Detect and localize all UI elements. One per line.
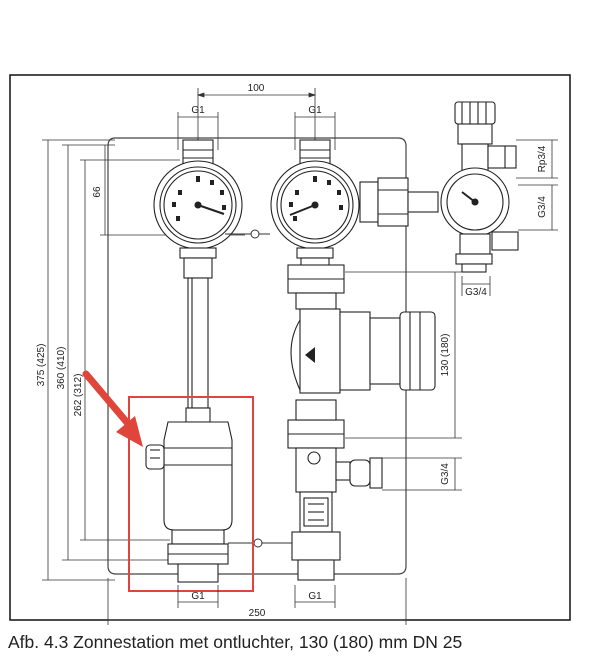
left-thermometer-ticks — [172, 176, 226, 221]
dim-bottom — [107, 578, 407, 625]
pump-flow-arrow — [305, 347, 315, 363]
dim-top-100 — [196, 88, 317, 155]
dim-left-66: 66 — [92, 186, 103, 198]
dim-right-g34-bottom: G3/4 — [465, 287, 487, 298]
dim-left-375: 375 (425) — [36, 344, 47, 387]
arrow-pointer-icon — [82, 370, 143, 447]
dim-top-g1 — [177, 112, 336, 150]
dim-right-threads — [461, 139, 558, 296]
pump — [287, 264, 436, 449]
left-thermometer — [153, 139, 243, 409]
dim-bottom-left-g1: G1 — [191, 591, 205, 602]
plate-hole-bottom — [253, 538, 263, 548]
dim-top-right-g1: G1 — [308, 105, 322, 116]
figure-caption: Afb. 4.3 Zonnestation met ontluchter, 13… — [8, 632, 463, 652]
dim-side-g34-label: G3/4 — [440, 463, 451, 485]
dim-left-262: 262 (312) — [73, 374, 84, 417]
dim-left-360: 360 (410) — [56, 347, 67, 390]
dim-top-left-g1: G1 — [191, 105, 205, 116]
air-separator — [145, 407, 233, 583]
safety-valve — [440, 101, 519, 273]
dim-pump-height-label: 130 (180) — [440, 334, 451, 377]
dim-right-rp34: Rp3/4 — [537, 145, 548, 172]
right-side-connector — [359, 177, 439, 227]
plate-hole-top — [250, 229, 260, 239]
dim-pump-height — [345, 271, 462, 439]
right-thermometer-ticks — [289, 176, 343, 221]
flow-meter-body — [291, 447, 383, 581]
right-thermometer — [270, 139, 360, 271]
dim-bottom-250: 250 — [249, 608, 266, 619]
dim-side-g34 — [382, 457, 462, 491]
dim-top-100-label: 100 — [248, 83, 265, 94]
air-separator-highlight — [128, 396, 254, 592]
mounting-plate — [107, 137, 407, 575]
dim-bottom-right-g1: G1 — [308, 591, 322, 602]
dim-right-g34-top: G3/4 — [537, 196, 548, 218]
